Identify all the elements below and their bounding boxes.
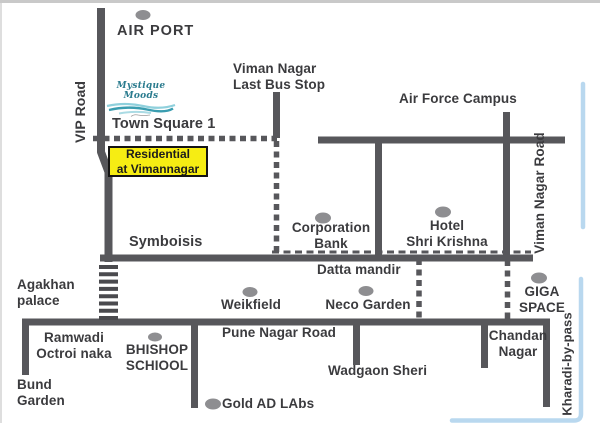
residential-highlight: Residential at Vimannagar: [108, 146, 208, 177]
place-label-hotel-shri-krishna: Hotel Shri Krishna: [406, 218, 488, 249]
place-label-pune-nagar-road: Pune Nagar Road: [222, 325, 337, 340]
dot-bhishop-school: [148, 332, 162, 342]
place-label-giga-space: GIGA SPACE: [518, 284, 566, 315]
place-label-corporation-bank: Corporation Bank: [291, 220, 371, 251]
place-label-agakhan-palace: Agakhan palace: [17, 277, 75, 308]
dot-hotel-shri-krishna: [435, 206, 451, 218]
place-label-datta-mandir: Datta mandir: [317, 262, 401, 277]
logo-waves-icon: [106, 102, 176, 117]
road-label-vip-road: VIP Road: [71, 80, 88, 144]
railway-crossing-marks: [99, 265, 118, 320]
place-label-symboisis: Symboisis: [129, 234, 203, 250]
mystique-moods-logo: Mystique Moods: [105, 81, 177, 124]
road-label-viman-nagar-road: Viman Nagar Road: [532, 132, 548, 254]
left-border-line: [0, 3, 2, 423]
dot-giga-space: [531, 272, 547, 284]
logo-text: Mystique Moods: [116, 81, 166, 101]
place-label-bhishop-school: BHISHOP SCHIOOL: [125, 342, 189, 373]
place-label-airport: AIR PORT: [117, 23, 195, 39]
place-label-weikfield: Weikfield: [221, 297, 281, 312]
place-label-chandan-nagar: Chandan Nagar: [488, 328, 548, 359]
accent-line-right-lower: [449, 276, 584, 423]
place-label-gold-ad-labs: Gold AD LAbs: [222, 396, 315, 411]
place-label-last-bus-stop: Viman Nagar Last Bus Stop: [233, 61, 326, 92]
dot-neco-garden: [358, 286, 374, 296]
road-vip-vertical: [97, 8, 113, 262]
place-label-ramwadi-octroi-naka: Ramwadi Octroi naka: [36, 330, 112, 361]
dot-airport: [135, 10, 151, 20]
place-label-town-square: Town Square 1: [112, 116, 216, 132]
top-border-line: [0, 0, 600, 3]
place-label-neco-garden: Neco Garden: [325, 297, 411, 312]
dot-gold-ad-labs: [205, 398, 221, 410]
place-label-air-force-campus: Air Force Campus: [399, 91, 517, 106]
dot-corporation-bank: [315, 212, 331, 224]
place-label-bund-garden: Bund Garden: [17, 377, 65, 408]
place-label-wadgaon-sheri: Wadgaon Sheri: [328, 363, 428, 378]
dot-weikfield: [242, 287, 258, 297]
road-label-kharadi-by-pass: Kharadi-by-pass: [559, 312, 575, 416]
